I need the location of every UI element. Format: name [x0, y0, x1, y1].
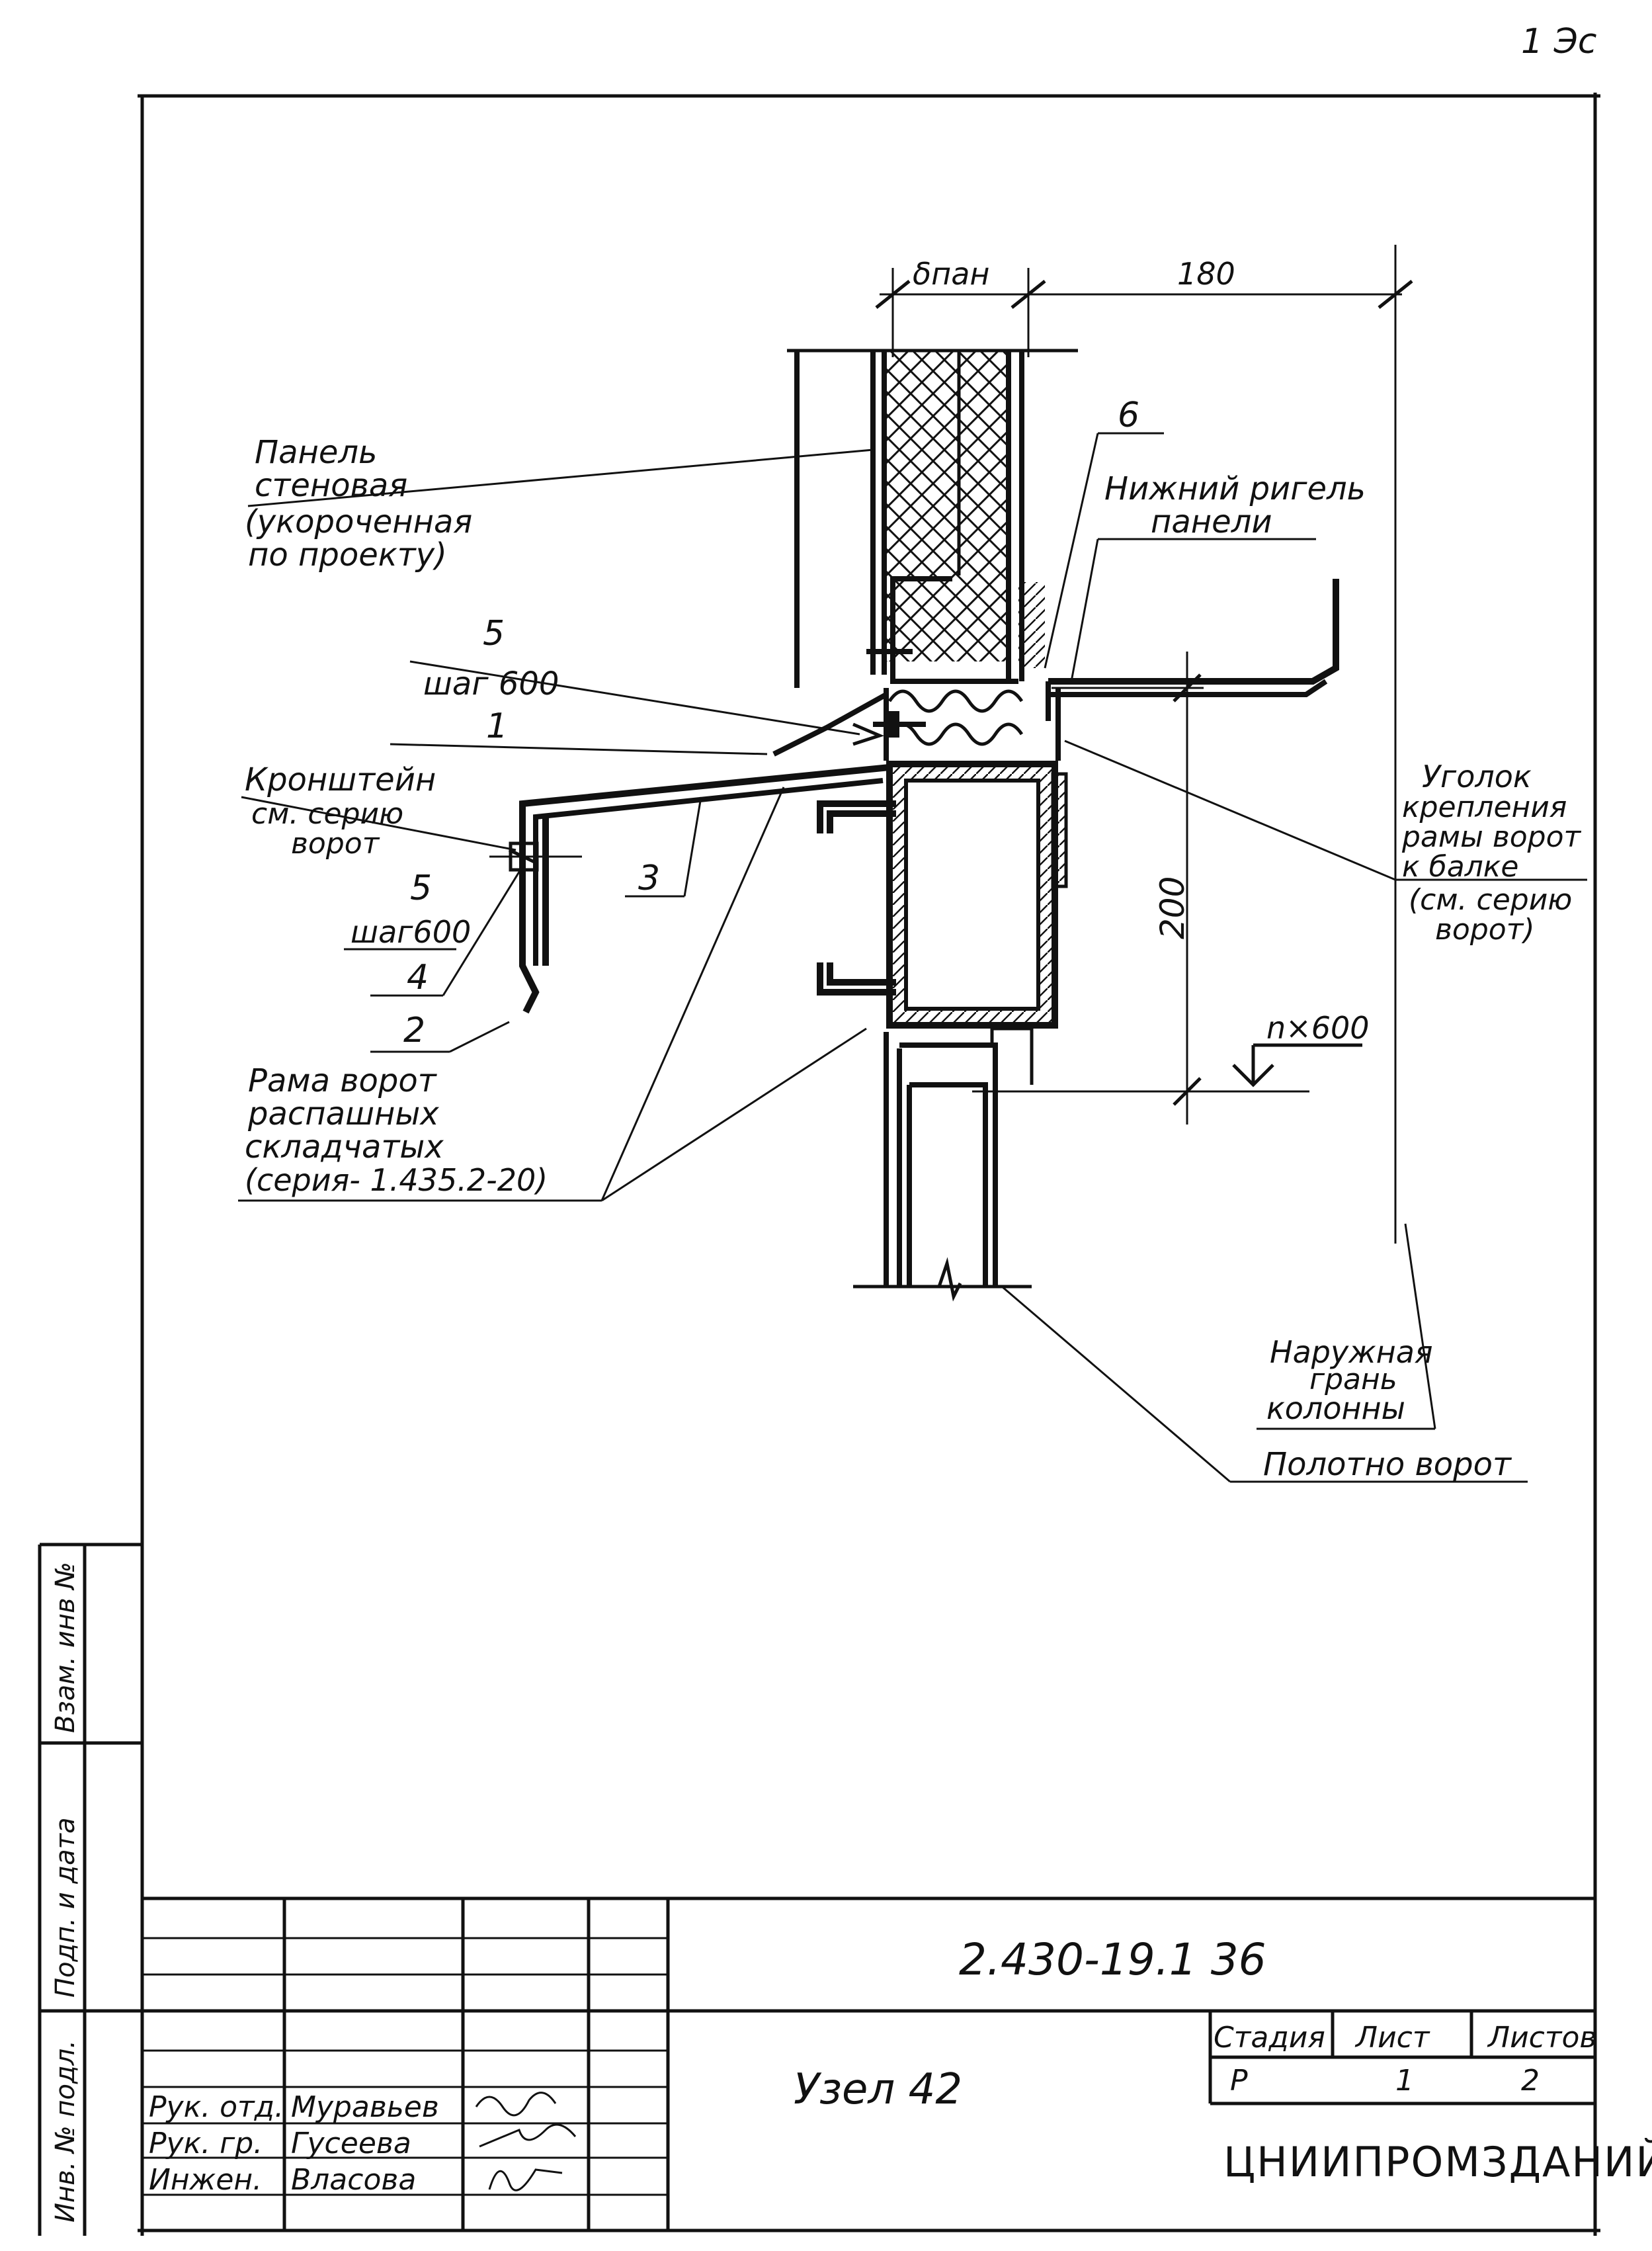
stage-value: Р: [1230, 2064, 1248, 2098]
item-5-top-step: шаг 600: [423, 665, 559, 702]
wall-panel: [787, 349, 1078, 761]
callout-angle: Уголок крепления рамы ворот к балке (см.…: [1064, 740, 1587, 947]
sig-role-1: Рук. отд.: [149, 2090, 284, 2124]
stamp-inv-number: Инв. № подл.: [50, 2040, 81, 2223]
item-2-label: 2: [403, 1011, 425, 1050]
sig-name-2: Гусеева: [291, 2127, 411, 2160]
panel-label-4: по проекту): [248, 536, 447, 573]
item-5-side-step: шаг600: [351, 914, 471, 950]
bracket-label-2: см. серию: [251, 797, 403, 831]
node-42-drawing: δпан 180 200 n×600: [238, 245, 1587, 1483]
angle-label-2: крепления: [1402, 790, 1567, 824]
angle-label-3: рамы ворот: [1401, 820, 1582, 854]
column-label-3: колонны: [1266, 1390, 1405, 1426]
stamp-sign-date: Подп. и дата: [50, 1818, 81, 1998]
title-block: 2.430-19.1 36 Узел 42 Стадия Лист Листов…: [142, 1896, 1652, 2230]
stamp-replace-inv: Взам. инв №: [50, 1562, 81, 1733]
bracket-label-3: ворот: [291, 827, 380, 861]
girder-angle: [1046, 579, 1339, 721]
node-title: Узел 42: [794, 2065, 962, 2114]
sheets-header: Листов: [1487, 2021, 1596, 2055]
panel-label-3: (укороченная: [245, 503, 472, 540]
callout-bracket: Кронштейн см. серию ворот: [241, 761, 516, 861]
callout-5-top: 5 шаг 600: [409, 614, 885, 746]
sheet-frame: [138, 93, 1600, 2236]
gate-leaf-label: Полотно ворот: [1263, 1446, 1512, 1483]
angle-label-4: к балке: [1402, 850, 1518, 884]
frame-label-3: складчатых: [245, 1128, 444, 1166]
item-6-label: 6: [1118, 396, 1139, 435]
item-4-label: 4: [407, 958, 429, 998]
callout-5-side: 5 шаг600: [344, 869, 471, 951]
callout-1: 1: [390, 706, 768, 755]
column-label-1: Наружная: [1270, 1334, 1433, 1370]
item-1-label: 1: [486, 706, 508, 746]
girder-label-2: панели: [1151, 503, 1272, 540]
sheet-header: Лист: [1354, 2021, 1430, 2055]
sig-role-3: Инжен.: [149, 2163, 262, 2197]
sig-name-3: Власова: [291, 2163, 416, 2197]
item-5-side-label: 5: [410, 869, 432, 908]
doc-code: 2.430-19.1 36: [959, 1934, 1266, 1985]
item-5-top-label: 5: [483, 614, 505, 654]
bracket-and-flashing: [489, 692, 890, 1014]
sig-role-2: Рук. гр.: [149, 2127, 263, 2160]
callout-frame: Рама ворот распашных складчатых (серия- …: [238, 786, 867, 1202]
callout-4: 4: [370, 866, 524, 998]
callout-column-face: Наружная грань колонны: [1257, 1223, 1436, 1430]
dim-180: 180: [1177, 256, 1235, 292]
gate-leaf: [853, 1027, 1034, 1302]
panel-label-1: Панель: [255, 434, 377, 471]
sheets-value: 2: [1521, 2064, 1540, 2098]
bracket-label-1: Кронштейн: [245, 761, 436, 798]
organization: ЦНИИПРОМЗДАНИЙ: [1223, 2138, 1652, 2186]
callout-lower-girder: Нижний ригель панели: [1070, 470, 1366, 682]
corner-mark: 1 Эс: [1521, 22, 1597, 62]
sig-name-1: Муравьев: [291, 2090, 439, 2124]
dim-step: n×600: [1266, 1010, 1370, 1046]
signature-scribble-2: [479, 2123, 577, 2148]
callout-panel: Панель стеновая (укороченная по проекту): [245, 434, 874, 573]
item-3-label: 3: [638, 859, 660, 898]
callout-gate-leaf: Полотно ворот: [1001, 1285, 1528, 1483]
angle-label-1: Уголок: [1422, 759, 1532, 794]
stage-header: Стадия: [1214, 2021, 1325, 2055]
column-label-2: грань: [1309, 1363, 1397, 1396]
callout-2: 2: [370, 1011, 510, 1053]
callout-3: 3: [625, 796, 702, 898]
callout-6: 6: [1044, 396, 1164, 669]
frame-label-1: Рама ворот: [248, 1062, 438, 1099]
frame-label-2: распашных: [247, 1095, 439, 1132]
top-dimension: δпан 180: [875, 245, 1413, 1244]
signature-scribble-1: [475, 2092, 557, 2117]
side-stamp: Инв. № подл. Подп. и дата Взам. инв №: [38, 1543, 142, 2236]
angle-label-6: ворот): [1435, 913, 1535, 947]
frame-tube: [817, 761, 1068, 1029]
sheet-value: 1: [1395, 2064, 1414, 2098]
frame-label-4: (серия- 1.435.2-20): [245, 1162, 548, 1198]
dim-200: 200: [1153, 876, 1192, 939]
angle-label-5: (см. серию: [1409, 883, 1572, 917]
girder-label-1: Нижний ригель: [1104, 470, 1366, 507]
dim-panel-thickness: δпан: [913, 256, 989, 292]
signature-scribble-3: [488, 2168, 563, 2191]
vertical-dimension: 200 n×600: [972, 652, 1370, 1125]
